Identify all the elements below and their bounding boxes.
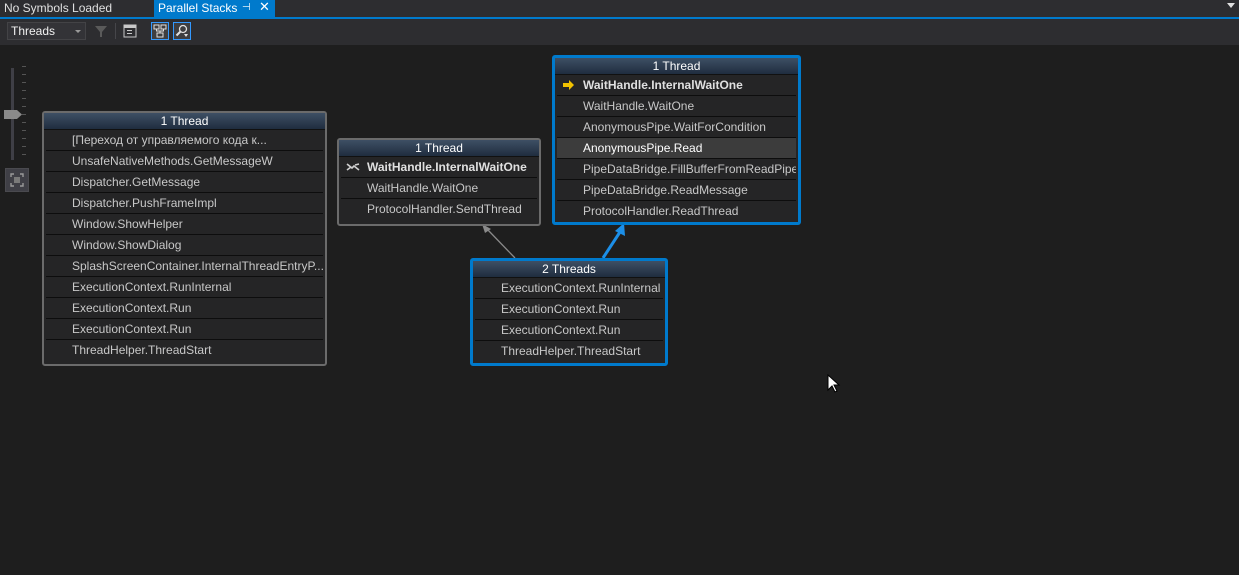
stack-frame[interactable]: Window.ShowHelper: [46, 214, 323, 235]
frame-label: UnsafeNativeMethods.GetMessageW: [72, 154, 273, 168]
auto-scroll-icon: [175, 24, 188, 37]
edge-bottom-to-middle: [486, 228, 516, 259]
stack-frame[interactable]: ExecutionContext.RunInternal: [475, 278, 663, 299]
frame-label: WaitHandle.WaitOne: [367, 181, 479, 195]
frame-label: ProtocolHandler.SendThread: [367, 202, 522, 216]
filter-button[interactable]: [92, 22, 110, 40]
frame-label: WaitHandle.InternalWaitOne: [583, 78, 743, 92]
stack-node-middle[interactable]: 1 Thread WaitHandle.InternalWaitOne Wait…: [337, 138, 541, 226]
pin-icon[interactable]: ⊣: [242, 2, 251, 13]
stack-node-left[interactable]: 1 Thread [Переход от управляемого кода к…: [42, 111, 327, 366]
stack-frame[interactable]: WaitHandle.WaitOne: [341, 178, 537, 199]
stack-frame[interactable]: ThreadHelper.ThreadStart: [46, 340, 323, 360]
method-view-icon: [123, 24, 137, 38]
frame-label: Window.ShowHelper: [72, 217, 183, 231]
node-header: 1 Thread: [44, 113, 325, 130]
frame-label: ExecutionContext.RunInternal: [72, 280, 232, 294]
tab-dropdown-icon[interactable]: [1227, 3, 1235, 8]
toolbar: Threads: [0, 19, 1239, 45]
stack-frame-highlighted[interactable]: AnonymousPipe.Read: [557, 138, 796, 159]
thread-switch-icon: [346, 163, 360, 171]
frame-label: PipeDataBridge.FillBufferFromReadPipe: [583, 162, 796, 176]
frame-label: ThreadHelper.ThreadStart: [72, 343, 212, 357]
stack-frame[interactable]: PipeDataBridge.ReadMessage: [557, 180, 796, 201]
mouse-cursor-icon: [827, 374, 841, 393]
stack-frame[interactable]: ExecutionContext.Run: [46, 298, 323, 319]
stack-frame[interactable]: ExecutionContext.Run: [46, 319, 323, 340]
stack-frame[interactable]: Dispatcher.GetMessage: [46, 172, 323, 193]
frame-label: Dispatcher.PushFrameImpl: [72, 196, 217, 210]
frame-label: SplashScreenContainer.InternalThreadEntr…: [72, 259, 323, 273]
stack-frame[interactable]: ExecutionContext.Run: [475, 299, 663, 320]
tab-label: No Symbols Loaded: [4, 1, 113, 15]
toggle-layout-icon: [153, 24, 167, 38]
chevron-down-icon: [75, 30, 81, 33]
stack-frame[interactable]: ProtocolHandler.ReadThread: [557, 201, 796, 221]
stack-node-bottom[interactable]: 2 Threads ExecutionContext.RunInternal E…: [470, 258, 668, 366]
toggle-layout-button[interactable]: [151, 22, 169, 40]
zoom-to-fit-button[interactable]: [5, 168, 29, 192]
stack-frame[interactable]: WaitHandle.InternalWaitOne: [341, 157, 537, 178]
stack-frame[interactable]: WaitHandle.WaitOne: [557, 96, 796, 117]
frame-label: [Переход от управляемого кода к...: [72, 133, 267, 147]
node-header: 2 Threads: [473, 261, 665, 278]
tab-parallel-stacks[interactable]: Parallel Stacks ⊣ ✕: [154, 0, 275, 17]
stack-node-right[interactable]: 1 Thread WaitHandle.InternalWaitOne Wait…: [552, 55, 801, 225]
current-frame-arrow-icon: [563, 80, 574, 90]
stack-frame[interactable]: ExecutionContext.RunInternal: [46, 277, 323, 298]
edge-bottom-to-right: [601, 231, 622, 259]
frame-label: ExecutionContext.Run: [501, 302, 621, 316]
frame-label: ExecutionContext.RunInternal: [501, 281, 661, 295]
frame-label: ExecutionContext.Run: [501, 323, 621, 337]
stack-frame[interactable]: UnsafeNativeMethods.GetMessageW: [46, 151, 323, 172]
tab-no-symbols-loaded[interactable]: No Symbols Loaded: [0, 0, 150, 17]
stack-frame[interactable]: ThreadHelper.ThreadStart: [475, 341, 663, 361]
method-view-button[interactable]: [121, 22, 139, 40]
stack-frame[interactable]: SplashScreenContainer.InternalThreadEntr…: [46, 256, 323, 277]
frame-label: AnonymousPipe.WaitForCondition: [583, 120, 766, 134]
frame-label: ExecutionContext.Run: [72, 301, 192, 315]
stack-frame[interactable]: PipeDataBridge.FillBufferFromReadPipe: [557, 159, 796, 180]
frame-label: ProtocolHandler.ReadThread: [583, 204, 739, 218]
filter-icon: [95, 26, 107, 37]
frame-label: AnonymousPipe.Read: [583, 141, 703, 155]
node-header: 1 Thread: [339, 140, 539, 157]
view-mode-value: Threads: [11, 24, 56, 38]
toolbar-separator: [115, 23, 116, 39]
tool-window-tab-strip: No Symbols Loaded Parallel Stacks ⊣ ✕: [0, 0, 1239, 19]
stack-frame[interactable]: ProtocolHandler.SendThread: [341, 199, 537, 219]
stack-frame[interactable]: Window.ShowDialog: [46, 235, 323, 256]
node-header: 1 Thread: [555, 58, 798, 75]
frame-label: PipeDataBridge.ReadMessage: [583, 183, 748, 197]
frame-label: Dispatcher.GetMessage: [72, 175, 201, 189]
zoom-slider-thumb[interactable]: [4, 110, 22, 119]
frame-label: ExecutionContext.Run: [72, 322, 192, 336]
zoom-to-fit-icon: [10, 173, 24, 187]
stack-frame[interactable]: WaitHandle.InternalWaitOne: [557, 75, 796, 96]
stack-frame[interactable]: Dispatcher.PushFrameImpl: [46, 193, 323, 214]
frame-label: ThreadHelper.ThreadStart: [501, 344, 641, 358]
frame-label: WaitHandle.InternalWaitOne: [367, 160, 527, 174]
frame-label: WaitHandle.WaitOne: [583, 99, 695, 113]
stack-frame[interactable]: ExecutionContext.Run: [475, 320, 663, 341]
zoom-slider-ticks: [22, 66, 26, 162]
tab-label: Parallel Stacks: [158, 1, 238, 15]
auto-scroll-button[interactable]: [173, 22, 191, 40]
frame-label: Window.ShowDialog: [72, 238, 182, 252]
stack-frame[interactable]: AnonymousPipe.WaitForCondition: [557, 117, 796, 138]
close-icon[interactable]: ✕: [259, 0, 270, 14]
view-mode-combo[interactable]: Threads: [7, 22, 86, 40]
stack-frame[interactable]: [Переход от управляемого кода к...: [46, 130, 323, 151]
